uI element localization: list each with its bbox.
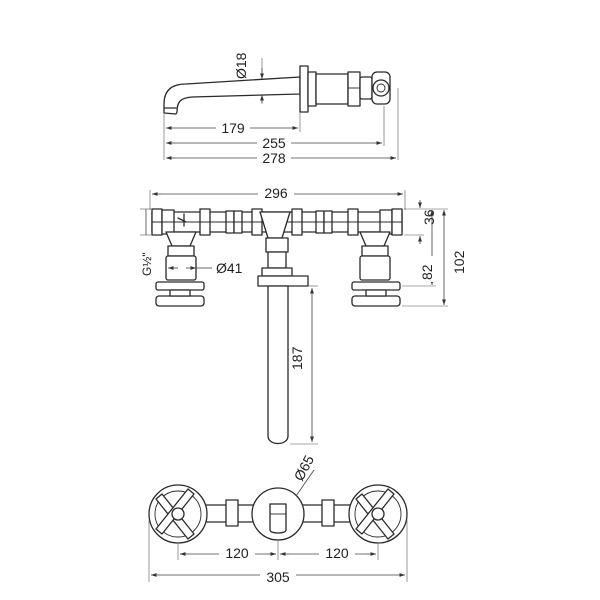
front-left-valve-head [165,231,197,247]
front-right-valve-body [359,255,391,281]
front-dim-187: 187 [289,346,305,370]
top-spacing-right: 120 [325,545,349,561]
front-left-handle [155,295,205,307]
front-spout-connector [259,211,291,239]
top-right-cross-handle [355,488,395,540]
front-dim-296: 296 [264,185,288,201]
front-thread-label: G½" [140,252,154,276]
front-dim-102: 102 [451,250,467,274]
front-right-valve-head [359,231,391,247]
top-cover-diameter-label: Ø65 [291,452,318,483]
top-overall-width: 305 [266,569,290,585]
top-left-cross-handle [155,488,195,540]
top-view: Ø65 120 120 305 [148,452,408,585]
side-dim-278: 278 [262,150,286,166]
front-dim-36: 36 [421,209,437,225]
front-right-handle [351,295,401,307]
side-connector-ring [372,79,390,97]
side-wall-flange [299,65,309,113]
side-spout-tube [163,76,301,115]
side-view: Ø18 179 255 278 [163,52,399,167]
side-dim-179: 179 [221,120,245,136]
top-spacing-left: 120 [225,545,249,561]
front-body-diameter-label: Ø41 [216,260,243,276]
front-view: 296 [140,183,467,445]
side-dim-255: 255 [262,135,286,151]
front-spout-pipe [267,285,289,445]
side-pipe-diameter-label: Ø18 [233,52,249,79]
front-dim-82: 82 [419,264,435,280]
